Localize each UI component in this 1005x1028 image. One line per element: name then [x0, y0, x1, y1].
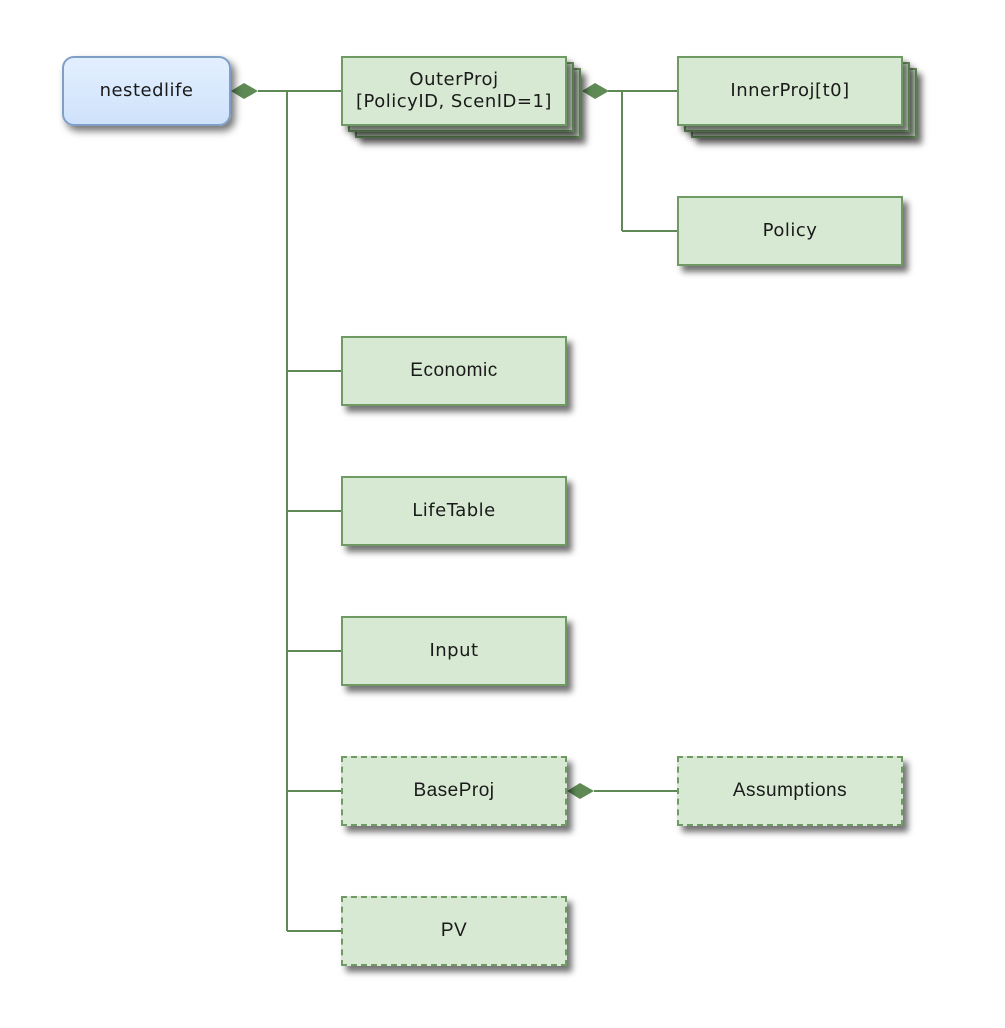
baseproj-label: BaseProj: [413, 780, 495, 801]
pv-node[interactable]: PV: [341, 896, 567, 966]
root-label: nestedlife: [99, 80, 194, 101]
outerproj-label-line2: [PolicyID, ScenID=1]: [356, 91, 552, 112]
lifetable-label: LifeTable: [412, 500, 496, 521]
pv-label: PV: [440, 920, 468, 941]
assumptions-node[interactable]: Assumptions: [677, 756, 903, 826]
policy-node[interactable]: Policy: [677, 196, 903, 266]
root-node[interactable]: nestedlife: [62, 56, 231, 126]
input-label: Input: [429, 640, 479, 661]
outerproj-label-line1: OuterProj: [409, 69, 499, 90]
assumptions-label: Assumptions: [732, 780, 848, 801]
policy-label: Policy: [762, 220, 818, 241]
input-node[interactable]: Input: [341, 616, 567, 686]
lifetable-node[interactable]: LifeTable: [341, 476, 567, 546]
baseproj-node[interactable]: BaseProj: [341, 756, 567, 826]
innerproj-node[interactable]: InnerProj[t0]: [677, 56, 903, 126]
outerproj-diamond-icon: [582, 83, 609, 99]
economic-label: Economic: [410, 360, 498, 381]
outerproj-node[interactable]: OuterProj [PolicyID, ScenID=1]: [341, 56, 567, 126]
root-diamond-icon: [231, 83, 258, 99]
economic-node[interactable]: Economic: [341, 336, 567, 406]
baseproj-diamond-icon: [567, 783, 594, 799]
innerproj-label: InnerProj[t0]: [730, 80, 850, 101]
